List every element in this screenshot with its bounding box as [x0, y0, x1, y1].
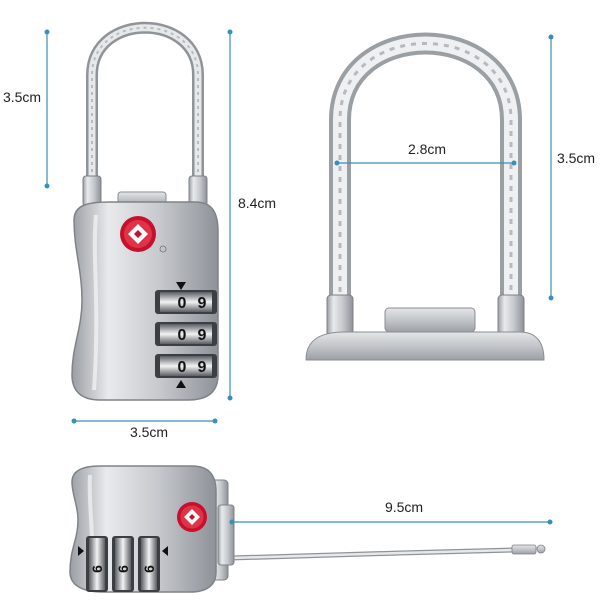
dial-arrow-icon: [176, 282, 186, 290]
front-lock-body: [71, 201, 219, 401]
body-width-label: 3.5cm: [130, 424, 168, 440]
dial-arrow-icon: [78, 546, 84, 556]
front-shackle-height-measure: 3.5cm: [3, 29, 50, 189]
tsa-lock-logo-icon: [120, 216, 156, 252]
side-dial-1-digit: 6: [89, 565, 105, 573]
side-dial-3-digit: 6: [141, 565, 157, 573]
closeup-release-button: [384, 307, 476, 333]
tsa-lock-logo-icon: [177, 502, 207, 532]
closeup-shackle-height-measure: 3.5cm: [548, 34, 595, 301]
front-combination-dials: 0 9 0 9 0 9: [155, 282, 217, 388]
side-combination-dials: 6 6 6: [78, 536, 168, 592]
front-dial-3-digit-a: 0: [178, 359, 187, 376]
front-dial-2-digit-a: 0: [178, 327, 187, 344]
front-dial-3-digit-b: 9: [198, 359, 207, 376]
extended-cable: [229, 544, 546, 561]
front-dial-1-digit-b: 9: [198, 295, 207, 312]
closeup-shackle-height-label: 3.5cm: [557, 150, 595, 166]
front-shackle-height-label: 3.5cm: [3, 89, 41, 105]
body-width-measure: 3.5cm: [71, 418, 218, 440]
closeup-shackle-width-label: 2.8cm: [408, 141, 446, 157]
front-dial-1-digit-a: 0: [178, 295, 187, 312]
front-view-lock: 0 9 0 9 0 9: [71, 21, 219, 401]
closeup-lock-body-top: [305, 331, 545, 361]
front-cable-shackle: [82, 21, 208, 207]
body-height-measure: 8.4cm: [227, 29, 276, 401]
side-view-lock: 6 6 6: [69, 465, 546, 593]
side-dial-2-digit: 6: [115, 565, 131, 573]
front-dial-2-digit-b: 9: [198, 327, 207, 344]
cable-length-measure: 9.5cm: [229, 499, 553, 525]
closeup-shackle-view: [305, 32, 545, 361]
dial-arrow-icon: [162, 546, 168, 556]
body-height-label: 8.4cm: [238, 195, 276, 211]
cable-length-label: 9.5cm: [385, 499, 423, 515]
closeup-shackle-width-measure: 2.8cm: [334, 141, 517, 166]
dial-arrow-icon: [176, 380, 186, 388]
